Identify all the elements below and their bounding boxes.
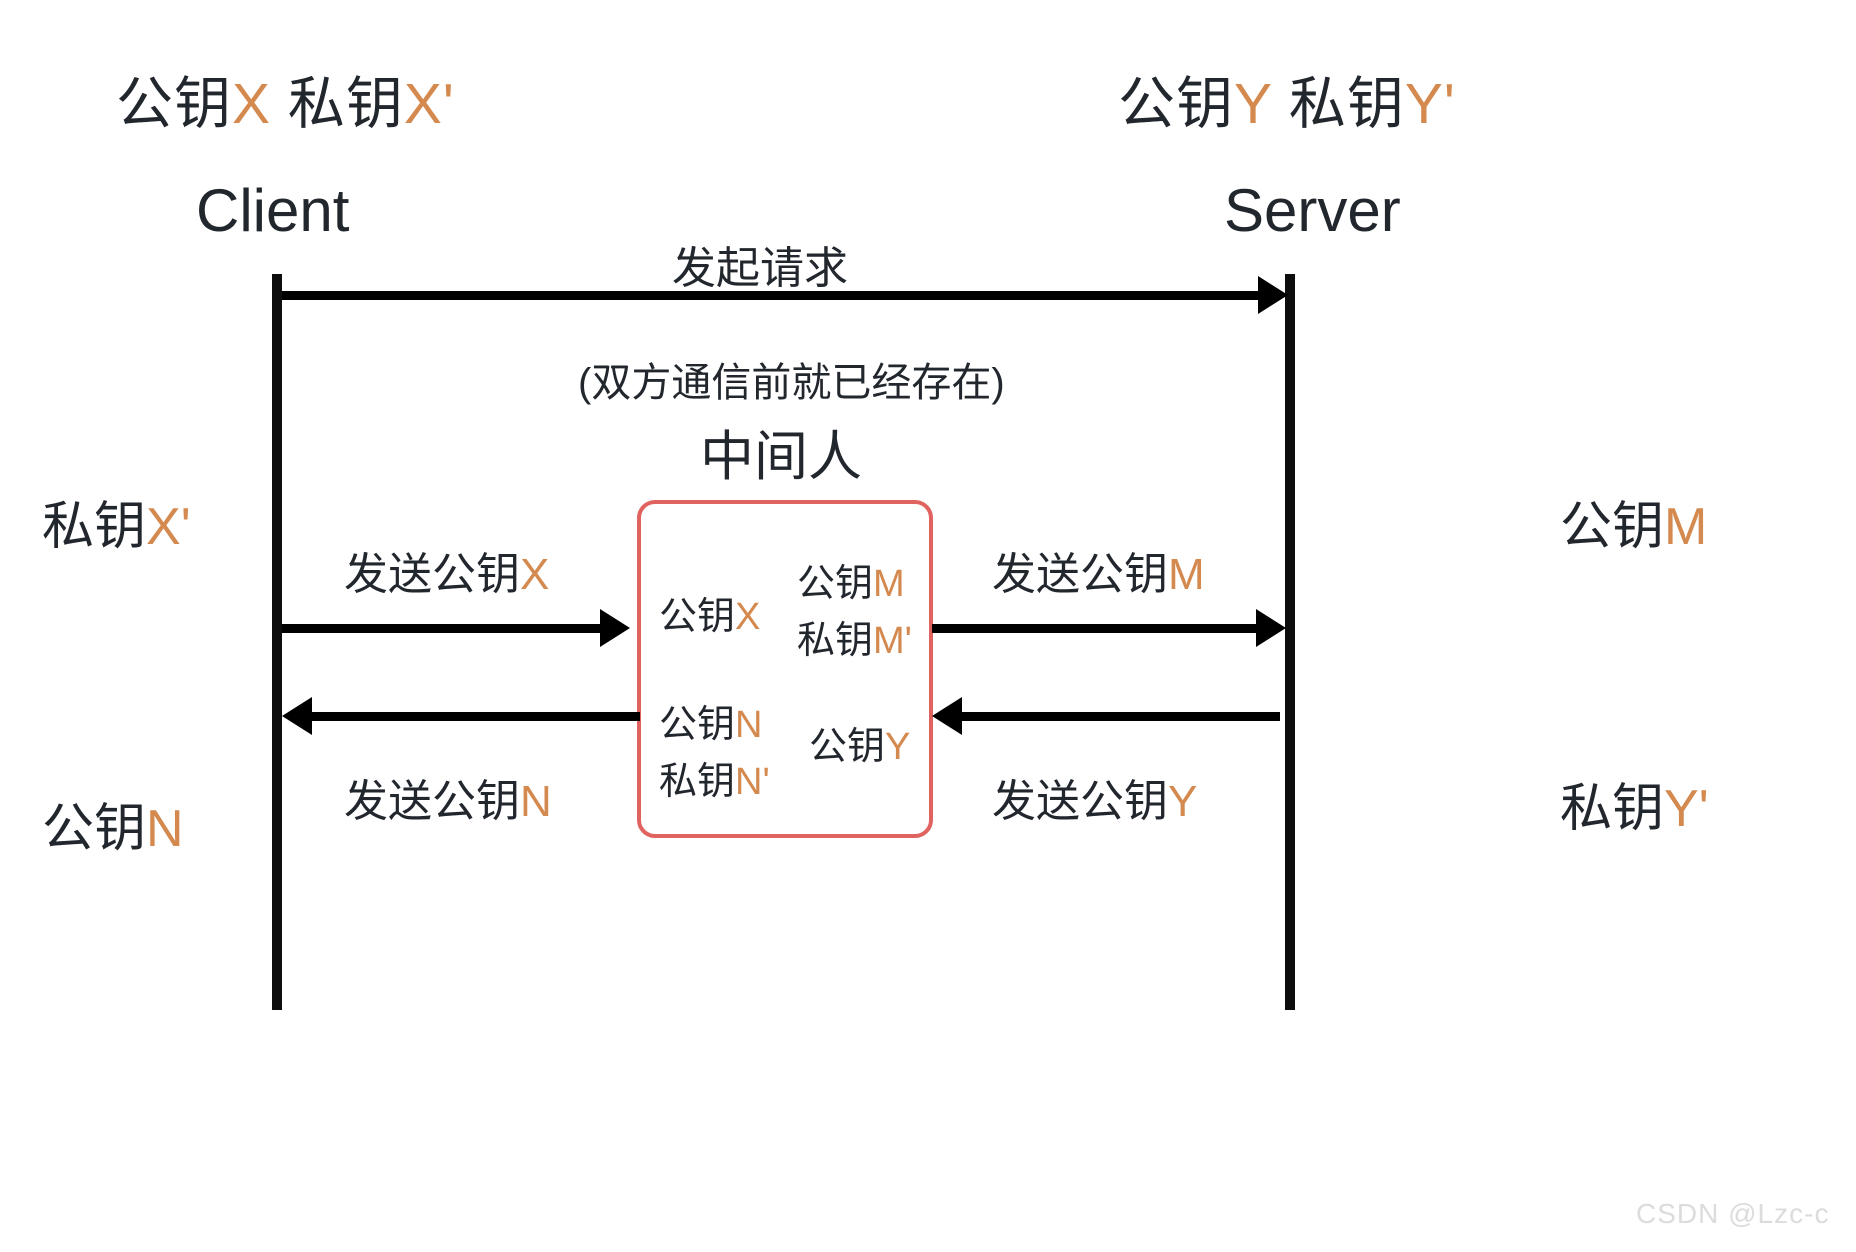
side-label-server-privkey-text: 私钥Y': [1560, 780, 1709, 838]
label-send-pubkey-y: 发送公钥Y: [992, 777, 1198, 826]
side-label-client-privkey: 私钥X': [42, 484, 191, 559]
server-pubkey-label: 公钥: [1118, 72, 1234, 136]
label-send-pubkey-m: 发送公钥M: [992, 550, 1205, 599]
mitm-held-pubkey-x: 公钥X: [659, 596, 761, 638]
arrow-mitm-to-server-line: [932, 624, 1262, 633]
side-label-server-pubkey-m: 公钥M: [1560, 484, 1707, 559]
label-send-pubkey-n: 发送公钥N: [344, 777, 552, 826]
mitm-title: 中间人: [700, 427, 862, 487]
note-preexisting: (双方通信前就已经存在): [578, 361, 1005, 405]
actor-server-title: Server: [1224, 177, 1401, 244]
arrow-request-line: [282, 291, 1272, 300]
arrow-mitm-to-client-head: [282, 697, 312, 735]
arrow-mitm-to-server-head: [1256, 609, 1286, 647]
arrow-request-head: [1258, 276, 1288, 314]
watermark: CSDN @Lzc-c: [1636, 1198, 1830, 1229]
mitm-held-pubkey-m: 公钥M: [797, 563, 905, 605]
arrow-client-to-mitm-head: [600, 609, 630, 647]
client-lifeline: [272, 274, 282, 1010]
server-privkey-label: 私钥: [1272, 72, 1405, 136]
server-lifeline: [1285, 274, 1295, 1010]
client-pubkey-label: 公钥: [116, 72, 232, 136]
mitm-held-privkey-m: 私钥M': [797, 620, 912, 662]
arrow-server-to-mitm-head: [932, 697, 962, 735]
side-label-server-pubkey-m-text: 公钥M: [1560, 498, 1708, 556]
mitm-held-privkey-n: 私钥N': [659, 761, 770, 803]
mitm-box: [637, 500, 933, 838]
actor-client-title: Client: [196, 177, 350, 244]
arrow-mitm-to-client-line: [312, 712, 640, 721]
server-privkey-value: Y': [1404, 72, 1456, 136]
mitm-held-pubkey-y: 公钥Y: [809, 726, 911, 768]
side-label-client-pubkey-n: 公钥N: [42, 786, 184, 861]
mitm-held-pubkey-n: 公钥N: [659, 704, 763, 746]
server-keys-header: 公钥Y 私钥Y': [1118, 58, 1456, 140]
client-pubkey-value: X: [232, 72, 272, 136]
client-keys-header: 公钥X 私钥X': [116, 58, 455, 140]
client-privkey-value: X': [403, 72, 455, 136]
server-pubkey-value: Y: [1234, 72, 1272, 136]
label-send-pubkey-x: 发送公钥X: [344, 550, 550, 599]
side-label-client-privkey-text: 私钥X': [42, 498, 191, 556]
label-initiate-request: 发起请求: [672, 244, 848, 293]
arrow-server-to-mitm-line: [962, 712, 1280, 721]
client-privkey-label: 私钥: [271, 72, 404, 136]
side-label-client-pubkey-n-text: 公钥N: [42, 800, 184, 858]
side-label-server-privkey: 私钥Y': [1560, 766, 1709, 841]
arrow-client-to-mitm-line: [282, 624, 604, 633]
